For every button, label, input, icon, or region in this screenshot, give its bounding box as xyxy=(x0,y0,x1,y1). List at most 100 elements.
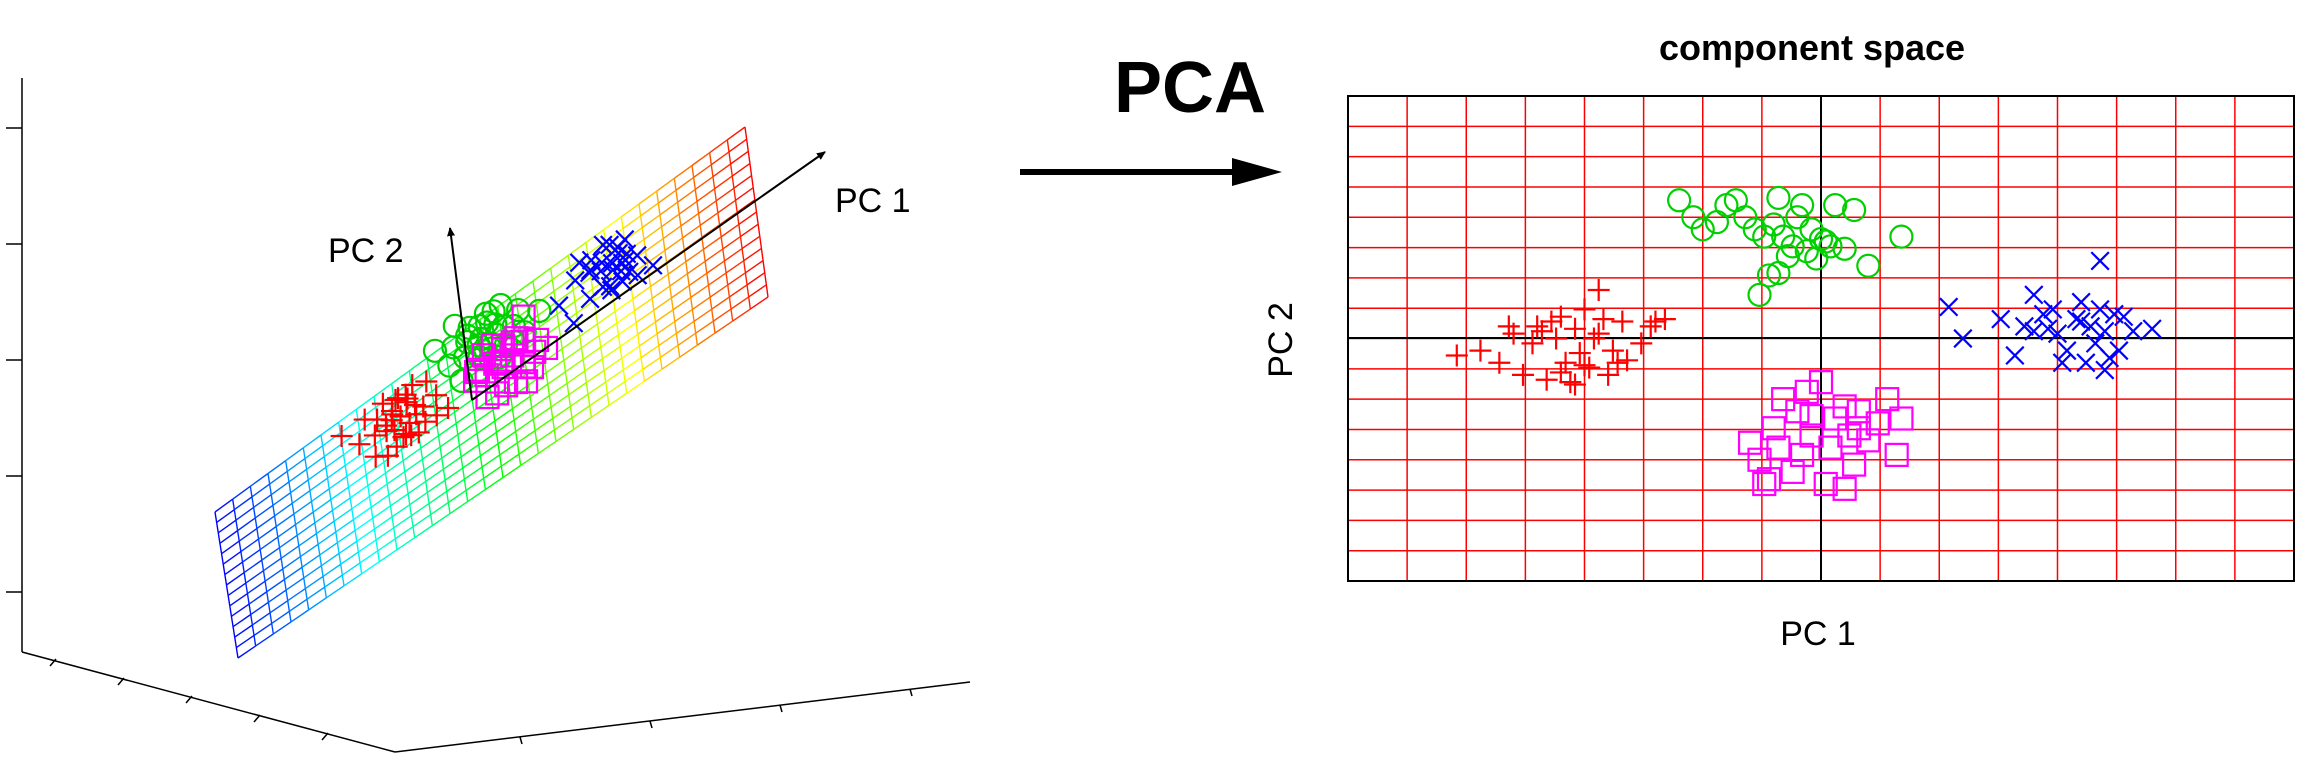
mesh-line-h xyxy=(362,439,381,454)
mesh-line-h xyxy=(263,557,282,572)
mesh-line-h xyxy=(272,621,292,635)
series-3d-cross xyxy=(549,229,663,333)
mesh-line-h xyxy=(616,310,635,324)
mesh-line-h xyxy=(709,284,729,298)
mesh-line-h xyxy=(455,410,475,424)
mesh-line-h xyxy=(711,296,730,310)
mesh-line-h xyxy=(677,332,697,346)
mesh-line-h xyxy=(267,460,287,475)
mesh-line-h xyxy=(385,460,404,474)
mesh-line-h xyxy=(394,526,414,540)
mesh-line-h xyxy=(275,513,295,528)
data-point-square xyxy=(1799,423,1824,448)
mesh-line-h xyxy=(687,260,706,275)
mesh-line-h xyxy=(346,463,365,477)
mesh-line-h xyxy=(430,501,449,516)
mesh-line-h xyxy=(561,335,581,350)
data-point-plus xyxy=(1540,310,1563,333)
data-point-3d-plus xyxy=(414,410,437,433)
mesh-line-h xyxy=(370,494,390,508)
mesh-line-h xyxy=(378,416,398,430)
mesh-line-h xyxy=(285,447,304,462)
mesh-line-h xyxy=(409,491,428,506)
mesh-line-h xyxy=(641,214,661,229)
mesh-line-h xyxy=(656,321,676,335)
data-point-plus xyxy=(1564,317,1587,340)
data-point-square xyxy=(1889,406,1914,431)
mesh-line-h xyxy=(677,188,696,203)
mesh-line-h xyxy=(748,284,767,298)
3d-axes xyxy=(6,78,971,753)
mesh-line-h xyxy=(407,480,427,495)
mesh-line-h xyxy=(571,405,591,419)
data-point-cross xyxy=(2095,360,2115,380)
mesh-line-h xyxy=(306,586,326,600)
data-point-plus xyxy=(1469,339,1492,362)
data-point-square xyxy=(1832,394,1857,419)
mesh-line-h xyxy=(720,223,740,238)
mesh-line-h xyxy=(330,486,349,501)
mesh-line-h xyxy=(317,531,337,545)
mesh-line-h xyxy=(325,454,345,468)
data-point-square xyxy=(1780,459,1805,484)
mesh-line-h xyxy=(584,358,603,372)
mesh-line-h xyxy=(531,394,550,409)
data-point-plus xyxy=(1592,308,1615,331)
data-point-circle xyxy=(1747,282,1772,307)
mesh-line-h xyxy=(463,466,483,480)
pc1-arrow xyxy=(471,151,826,401)
mesh-line-h xyxy=(537,302,557,316)
mesh-line-h xyxy=(725,260,745,274)
data-point-3d-cross xyxy=(579,263,600,283)
data-point-plus xyxy=(1630,332,1653,355)
mesh-line-h xyxy=(269,470,288,485)
mesh-line-h xyxy=(512,395,531,410)
data-point-plus xyxy=(1582,327,1605,350)
mesh-line-h xyxy=(536,429,555,443)
mesh-line-h xyxy=(624,368,644,383)
mesh-line-h xyxy=(254,504,274,519)
data-point-circle xyxy=(1766,260,1791,286)
data-point-cross xyxy=(2024,321,2044,341)
mesh-line-h xyxy=(369,483,388,497)
mesh-line-h xyxy=(675,320,695,335)
mesh-line-h xyxy=(282,556,301,570)
data-point-plus xyxy=(1653,308,1676,331)
data-point-cross xyxy=(2052,353,2072,373)
mesh-line-h xyxy=(459,432,478,447)
data-point-3d-square xyxy=(483,351,508,376)
mesh-line-h xyxy=(549,382,568,397)
data-point-cross xyxy=(2123,321,2143,341)
mesh-line-h xyxy=(436,411,455,426)
mesh-line-h xyxy=(730,296,750,310)
arrow-head xyxy=(1232,158,1282,186)
mesh-line-h xyxy=(691,152,711,167)
mesh-line-h xyxy=(622,215,642,230)
data-point-3d-square xyxy=(465,357,491,382)
data-point-square xyxy=(1875,387,1900,412)
mesh-line-h xyxy=(247,580,266,595)
mesh-line-h xyxy=(719,211,738,226)
mesh-line-h xyxy=(439,433,459,448)
mesh-line-h xyxy=(250,601,269,616)
mesh-line-h xyxy=(232,613,252,628)
mesh-line-h xyxy=(694,176,714,191)
mesh-line-h xyxy=(680,212,699,227)
data-point-circle xyxy=(1704,210,1730,235)
data-point-square xyxy=(1823,406,1848,431)
data-point-circle xyxy=(1889,224,1914,249)
mesh-line-h xyxy=(502,464,522,479)
data-point-circle xyxy=(1733,205,1758,230)
data-point-cross xyxy=(2033,304,2053,324)
mesh-line-h xyxy=(327,464,346,479)
data-point-3d-plus xyxy=(415,370,438,393)
mesh-line-h xyxy=(603,357,623,371)
mesh-line-h xyxy=(365,461,385,476)
mesh-line-h xyxy=(494,408,513,422)
mesh-line-h xyxy=(589,393,608,407)
mesh-line-h xyxy=(393,515,412,529)
mesh-line-h xyxy=(712,308,732,322)
data-point-3d-circle xyxy=(442,313,467,338)
data-point-circle xyxy=(1823,193,1848,218)
mesh-line-h xyxy=(233,496,253,511)
